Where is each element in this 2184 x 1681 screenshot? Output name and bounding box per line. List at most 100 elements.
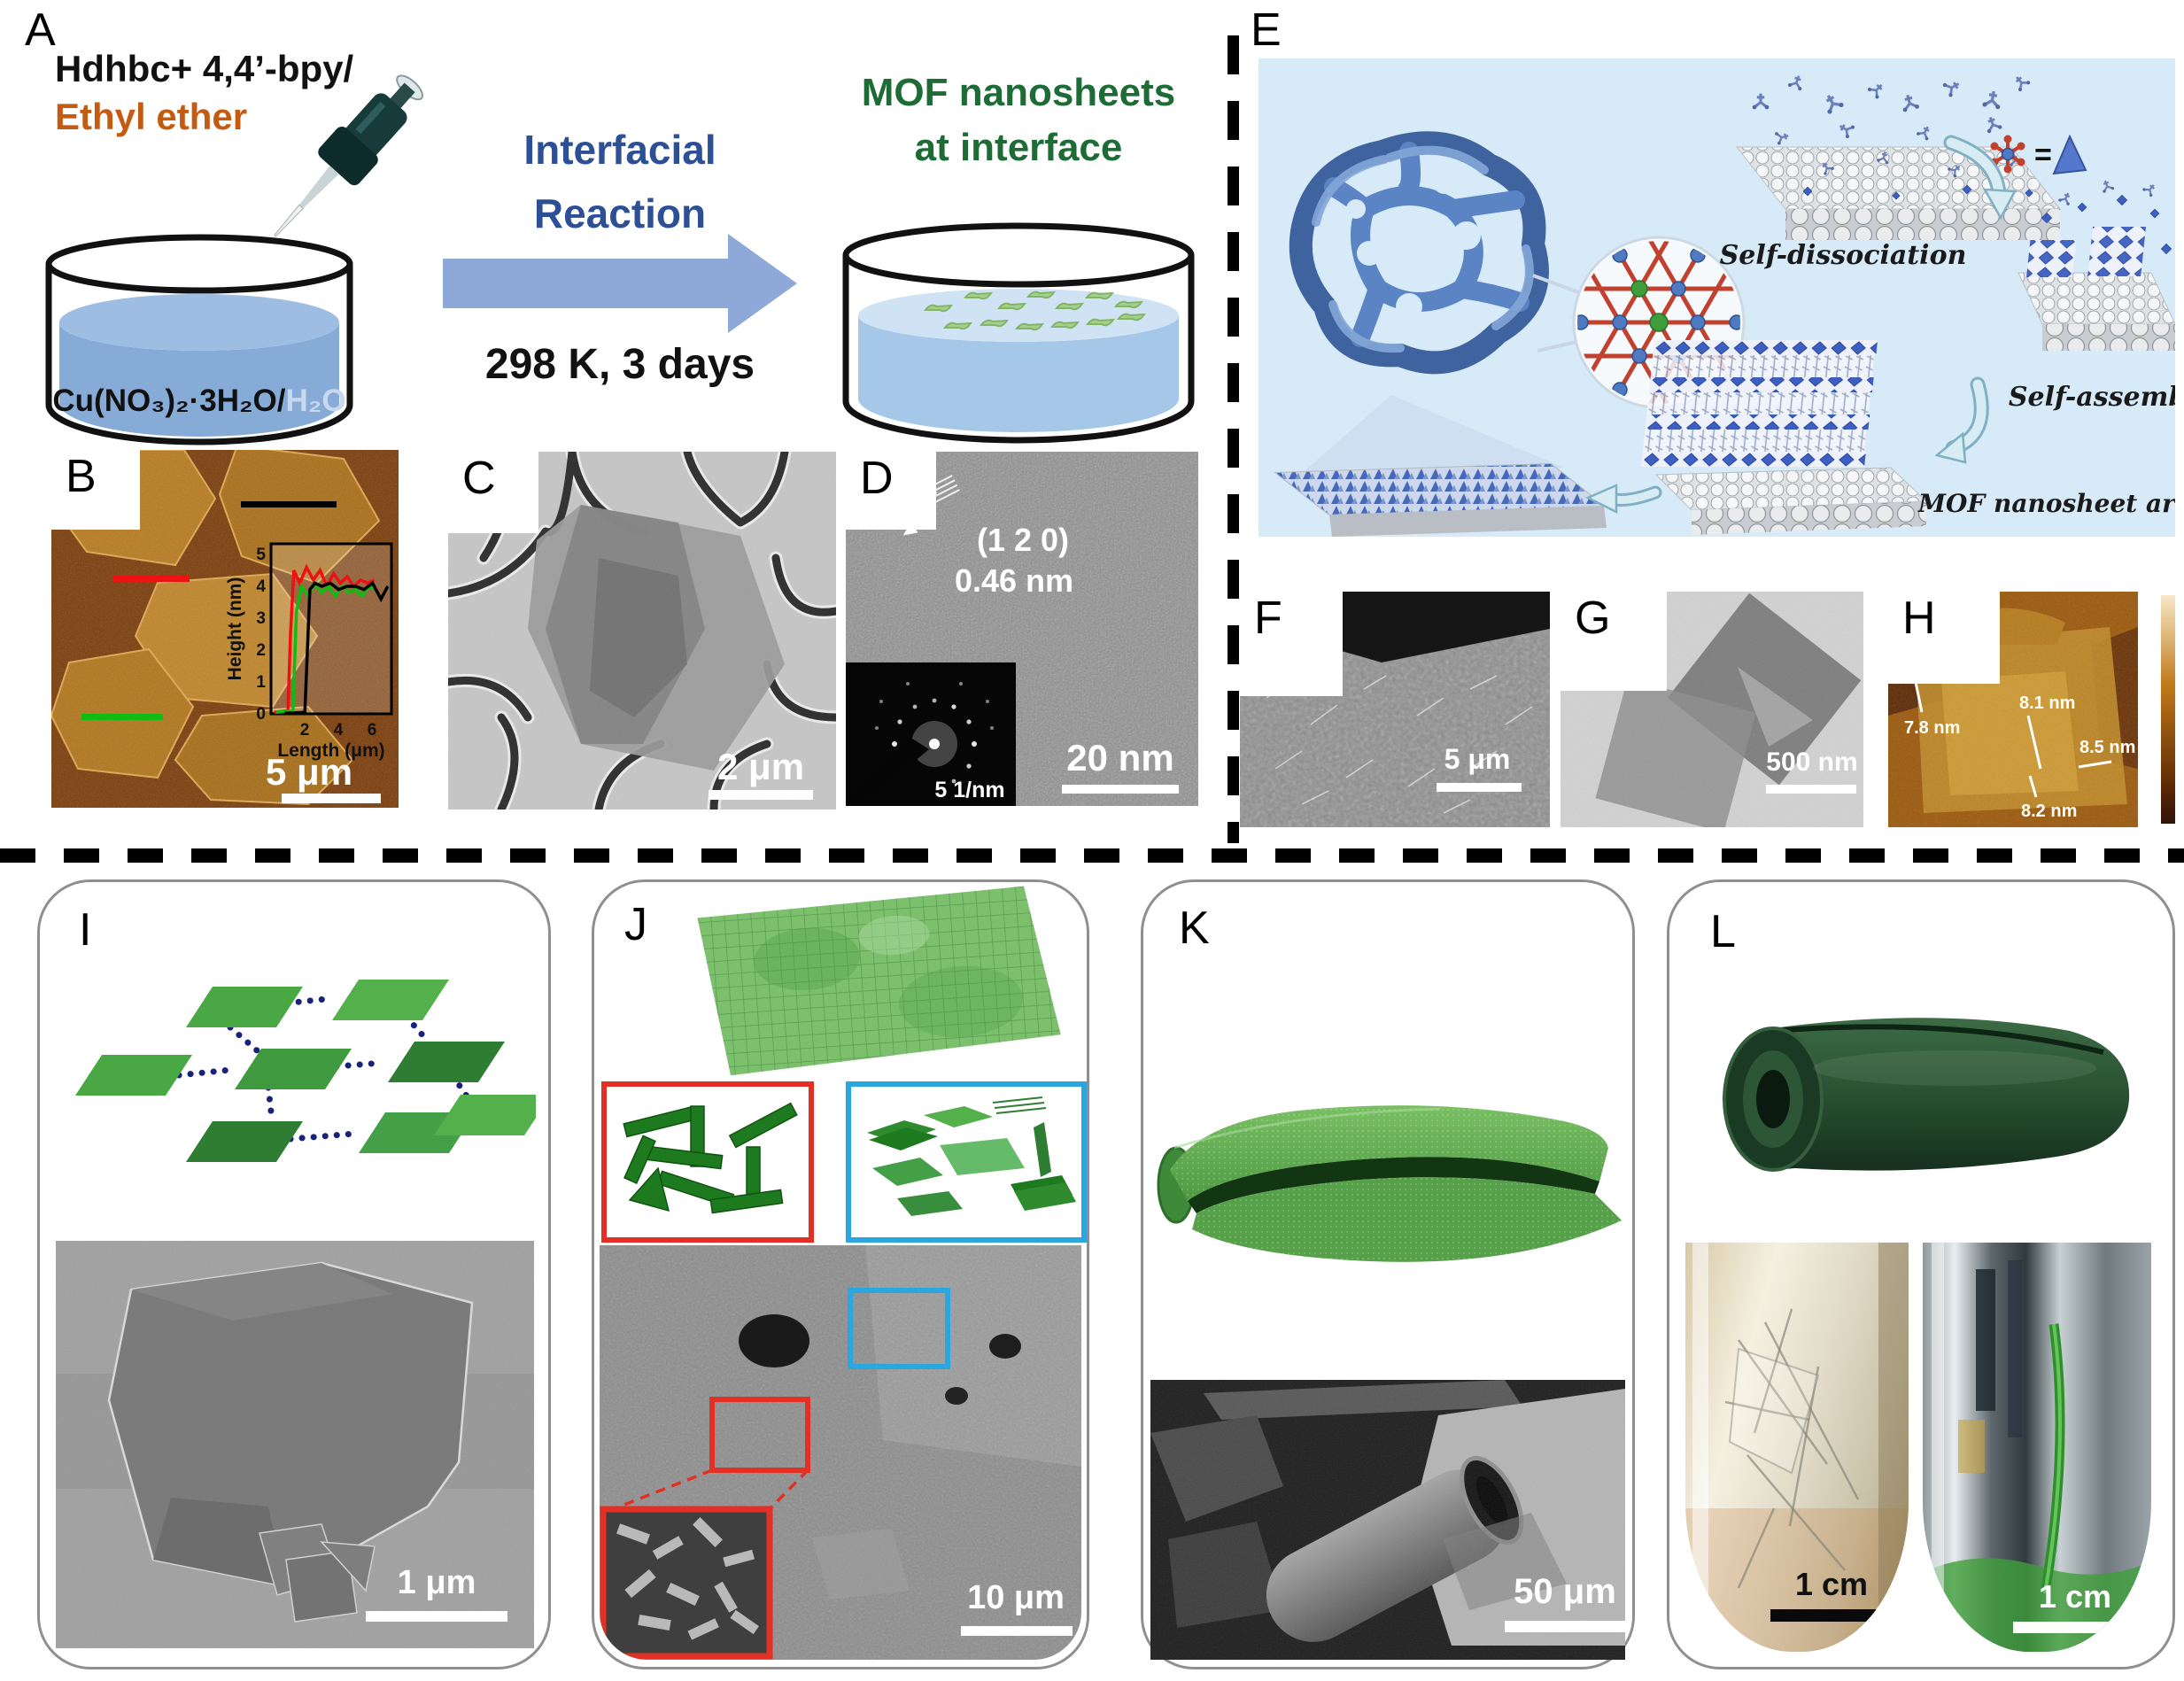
panel-l-right-scalebar-text: 1 cm bbox=[2039, 1578, 2111, 1615]
reaction-arrow bbox=[443, 234, 797, 333]
continuous-membrane-scheme bbox=[697, 886, 1061, 1076]
panel-k-label: K bbox=[1179, 902, 1210, 954]
saed-scale-text: 5 1/nm bbox=[934, 778, 1004, 802]
arrow-to-arrays bbox=[1934, 376, 1989, 464]
panel-l-card: L bbox=[1667, 879, 2175, 1669]
panel-f-scalebar-text: 5 μm bbox=[1444, 743, 1511, 775]
mof-nanosheet-arrays-stack: MOF nanosheet arrays bbox=[1641, 340, 2175, 535]
panel-b-scalebar-text: 5 μm bbox=[266, 751, 353, 793]
panel-d-scalebar-text: 20 nm bbox=[1066, 737, 1173, 779]
panel-h-label-notch: H bbox=[1888, 592, 2000, 684]
measurement-8-2: 8.2 nm bbox=[2021, 802, 2077, 821]
arrow-label-line2: Reaction bbox=[533, 190, 707, 236]
panel-k-scalebar bbox=[1505, 1621, 1625, 1632]
reaction-conditions: 298 K, 3 days bbox=[484, 341, 755, 388]
panel-g-scalebar-text: 500 nm bbox=[1766, 748, 1857, 777]
panel-l-left-scalebar-text: 1 cm bbox=[1795, 1566, 1868, 1602]
afm-marker-green bbox=[81, 714, 163, 720]
reaction-dish: Cu(NO₃)₂·3H₂O/H₂O bbox=[45, 234, 353, 445]
afm-marker-red bbox=[113, 576, 190, 582]
legend-metal-node: = bbox=[1990, 134, 2087, 175]
panel-l-left-scalebar bbox=[1770, 1609, 1893, 1622]
pinhole-defect bbox=[739, 1314, 809, 1367]
xtick: 2 bbox=[300, 721, 310, 740]
dish-solution-label: Cu(NO₃)₂·3H₂O/H₂O bbox=[52, 383, 345, 418]
panel-b-scalebar bbox=[282, 794, 381, 803]
panel-j-scalebar bbox=[961, 1626, 1073, 1636]
horizontal-divider bbox=[0, 848, 2184, 863]
panel-f-label: F bbox=[1254, 593, 1282, 644]
panel-h-label: H bbox=[1902, 593, 1936, 644]
self-assembly-stage: Self-assembly bbox=[2009, 177, 2175, 413]
panel-c-scalebar-text: 2 μm bbox=[717, 746, 805, 787]
ytick: 0 bbox=[256, 705, 266, 724]
panel-g-label: G bbox=[1575, 593, 1611, 644]
height-profile-inset: 0 1 2 3 4 5 2 4 6 Length (μm) Height (nm… bbox=[225, 542, 393, 761]
flat-growth-box bbox=[846, 1081, 1087, 1243]
rolled-tube-scheme bbox=[1723, 1018, 2130, 1172]
measurement-7-8: 7.8 nm bbox=[1904, 718, 1960, 738]
saed-inset: 5 1/nm bbox=[846, 662, 1016, 806]
panel-c-scalebar bbox=[709, 790, 813, 800]
afm-marker-black bbox=[241, 501, 337, 507]
folded-sheet-scheme bbox=[1157, 1105, 1622, 1262]
xtick: 4 bbox=[334, 721, 344, 740]
panel-i-label: I bbox=[79, 904, 92, 956]
panel-b-label: B bbox=[66, 451, 97, 502]
panel-g-label-notch: G bbox=[1561, 592, 1667, 691]
panel-d-label-notch: D bbox=[846, 452, 936, 530]
ytick: 2 bbox=[256, 641, 266, 660]
panel-j-label: J bbox=[624, 899, 647, 950]
measurement-8-1: 8.1 nm bbox=[2019, 693, 2075, 713]
panel-i-scalebar-text: 1 μm bbox=[398, 1564, 476, 1601]
dispersed-nanosheets-scheme bbox=[75, 980, 536, 1162]
magnified-inset bbox=[600, 1506, 773, 1660]
panel-e-label: E bbox=[1251, 4, 1282, 56]
nanosheet-array-film bbox=[1274, 462, 1607, 537]
water-text: H₂O bbox=[286, 383, 346, 418]
panel-l-right-scalebar bbox=[2013, 1622, 2137, 1633]
black-profile bbox=[284, 580, 390, 716]
self-dissociation-label: Self-dissociation bbox=[1720, 240, 1967, 271]
ytick: 1 bbox=[256, 673, 266, 692]
porous-mof-network bbox=[1289, 131, 1549, 375]
solution-text: Cu(NO₃)₂·3H₂O/ bbox=[52, 383, 285, 418]
panel-i-card: I bbox=[37, 879, 551, 1669]
beam-stop bbox=[846, 737, 929, 806]
legend-sbu-polyhedron bbox=[2052, 134, 2087, 175]
flat-sheets-scheme bbox=[867, 1096, 1076, 1216]
product-line1: MOF nanosheets bbox=[861, 71, 1176, 114]
panel-g-tem-image: 500 nm bbox=[1561, 592, 1863, 827]
arrow-to-film bbox=[1585, 484, 1662, 515]
panel-c-label: C bbox=[462, 453, 496, 504]
panel-j-sem-image: 10 μm bbox=[600, 1245, 1081, 1660]
arrow-label-line1: Interfacial bbox=[523, 127, 716, 173]
inset-ylabel: Height (nm) bbox=[225, 577, 245, 681]
panel-d-scalebar bbox=[1062, 785, 1179, 794]
vertical-region-annotation bbox=[709, 1397, 810, 1473]
pipette-illustration bbox=[274, 74, 424, 237]
self-dissociation-stage: Self-dissociation bbox=[1720, 71, 2062, 271]
panel-f-label-notch: F bbox=[1240, 592, 1343, 696]
panel-i-sem-image: 1 μm bbox=[56, 1241, 534, 1648]
vertical-divider bbox=[1228, 35, 1239, 843]
ytick: 5 bbox=[256, 546, 266, 564]
reagent-line2: Ethyl ether bbox=[55, 96, 248, 137]
panel-j-scalebar-text: 10 μm bbox=[967, 1579, 1065, 1616]
vertical-growth-box bbox=[601, 1081, 814, 1243]
panel-c-label-notch: C bbox=[448, 452, 538, 533]
xtick: 6 bbox=[368, 721, 377, 740]
arrow-to-assembly bbox=[1943, 135, 2017, 221]
reagent-line1: Hdhbc+ 4,4’-bpy/ bbox=[55, 48, 354, 89]
panel-j-card: J bbox=[592, 879, 1089, 1669]
small-sheet-stack bbox=[259, 1523, 376, 1623]
panel-k-sem-image: 50 μm bbox=[1150, 1380, 1625, 1660]
inset-xlabel: Length (μm) bbox=[277, 740, 384, 761]
self-assembly-label: Self-assembly bbox=[2009, 382, 2175, 413]
product-line2: at interface bbox=[914, 126, 1123, 169]
magnifier-beam bbox=[1298, 395, 1564, 476]
panel-d-label: D bbox=[860, 453, 894, 504]
product-dish bbox=[842, 222, 1195, 444]
inset-flakes bbox=[616, 1517, 759, 1640]
panel-b-afm-image: 0 1 2 3 4 5 2 4 6 Length (μm) Height (nm… bbox=[51, 450, 399, 808]
